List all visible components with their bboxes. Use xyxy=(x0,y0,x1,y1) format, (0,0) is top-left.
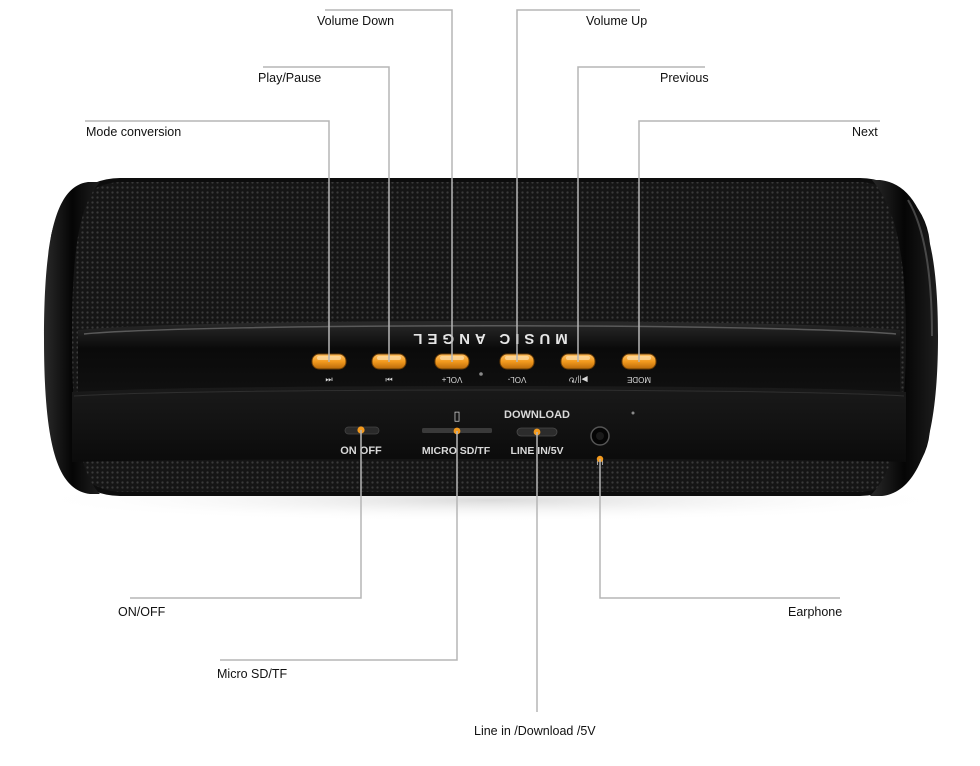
strip-edge xyxy=(73,389,905,397)
panel-highlight xyxy=(83,325,897,335)
leader-next xyxy=(638,120,880,362)
callout-micro-sd: Micro SD/TF xyxy=(217,667,288,681)
volume-down-button-mark: VOL+ xyxy=(441,375,462,384)
callout-volume-down: Volume Down xyxy=(317,14,395,28)
earphone-jack-inner xyxy=(596,432,604,440)
callout-next: Next xyxy=(852,125,878,139)
leader-earphone xyxy=(599,459,840,599)
leader-previous xyxy=(577,66,705,362)
download-label: DOWNLOAD xyxy=(504,409,570,421)
leader-on-off xyxy=(130,430,362,599)
callout-on-off: ON/OFF xyxy=(118,605,166,619)
right-end-cap xyxy=(870,180,938,496)
leader-mode-conversion xyxy=(85,120,330,362)
brand-text: MUSIC ANGEL xyxy=(408,330,567,347)
leader-volume-down xyxy=(325,9,453,362)
leader-play-pause xyxy=(263,66,390,362)
leader-volume-up xyxy=(516,9,640,362)
callout-earphone: Earphone xyxy=(788,605,843,619)
right-cap-highlight xyxy=(907,199,933,337)
callout-volume-up: Volume Up xyxy=(586,14,648,28)
volume-up-button-mark: VOL- xyxy=(507,375,526,384)
callout-mode-conversion: Mode conversion xyxy=(86,125,182,139)
callout-line-in: Line in /Download /5V xyxy=(474,724,596,738)
indicator-dot xyxy=(631,411,635,415)
previous-button-mark: ▶||/↻ xyxy=(568,375,587,384)
next-button-mark: MODE xyxy=(627,375,651,384)
control-panel xyxy=(78,321,900,400)
callout-play-pause: Play/Pause xyxy=(258,71,322,85)
callout-previous: Previous xyxy=(660,71,709,85)
left-end-cap xyxy=(44,182,100,494)
leader-lines xyxy=(85,9,880,712)
port-strip xyxy=(72,386,906,462)
sd-card-icon: ▯ xyxy=(453,408,460,423)
play-pause-button-mark: ⏭ xyxy=(385,375,392,384)
leader-micro-sd xyxy=(220,431,458,661)
mode-conversion-button-mark: ⏮ xyxy=(325,375,332,384)
indicator-dot xyxy=(479,372,483,376)
